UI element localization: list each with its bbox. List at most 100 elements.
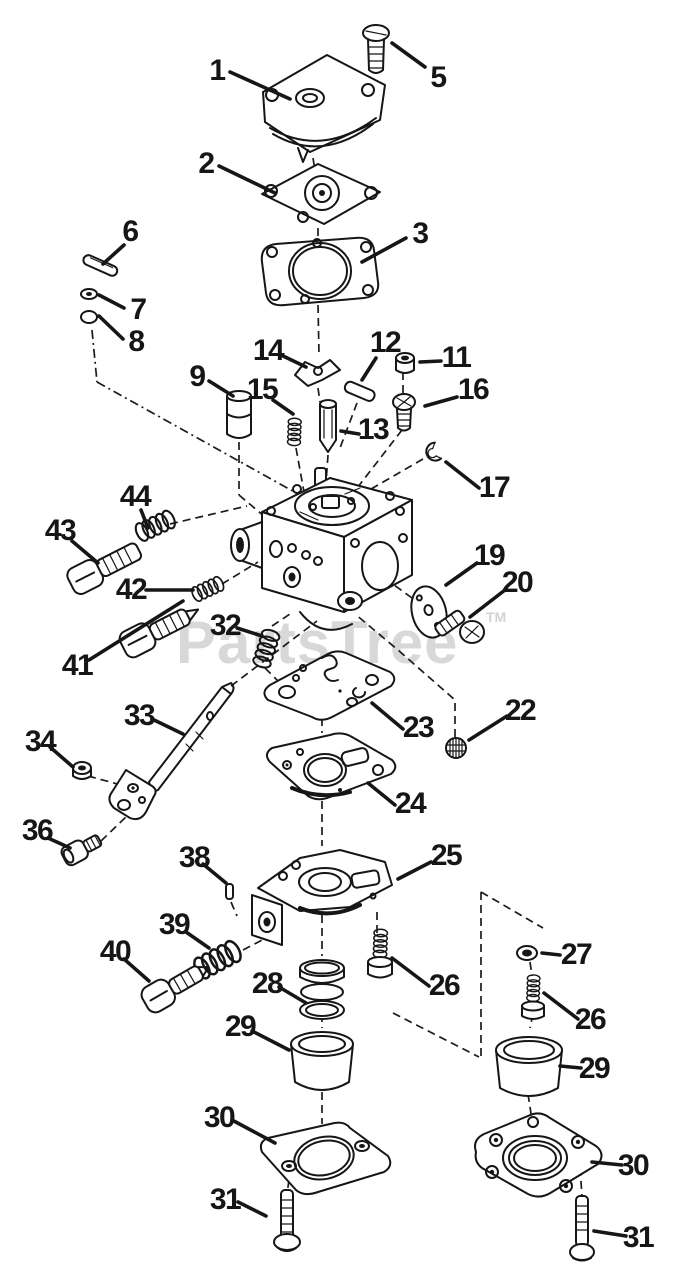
callout-lever-screw: 16 — [423, 373, 490, 408]
part-number-cover: 1 — [209, 54, 225, 87]
leader-line-screw-spring — [184, 930, 211, 950]
part-11-bushing — [395, 352, 415, 374]
callout-mounting-bolt-right: 31 — [592, 1221, 655, 1254]
part-number-idle-screw: 43 — [45, 514, 76, 547]
callout-rod: 6 — [101, 215, 140, 266]
callout-flange-gasket-left: 30 — [204, 1101, 277, 1145]
leader-line-inlet-needle — [339, 429, 361, 436]
leader-line-washer — [97, 293, 126, 310]
part-number-throttle-shaft: 33 — [124, 699, 155, 732]
part-number-metering-lever: 14 — [253, 334, 285, 367]
leader-line-flange-gasket-left — [230, 1118, 277, 1145]
part-41-mixture-screw — [118, 608, 200, 659]
part-38-dowel-pin — [225, 883, 234, 900]
part-20-disc-screw — [434, 609, 485, 644]
callout-inlet-needle: 13 — [339, 413, 390, 446]
part-31-mounting-bolt-right — [569, 1195, 595, 1262]
part-1-cover — [262, 54, 386, 163]
part-29-primer-cup-right — [495, 1036, 563, 1097]
callout-mixture-spring: 42 — [116, 573, 195, 606]
leader-line-seal-rings — [277, 985, 308, 1005]
leader-line-dowel-pin — [201, 862, 228, 885]
part-number-throttle-spring: 32 — [210, 609, 241, 642]
leader-line-throttle-spring — [235, 626, 264, 638]
leader-line-plug — [207, 379, 235, 398]
callout-mounting-bolt-left: 31 — [210, 1183, 268, 1218]
part-number-lever-screw: 16 — [458, 373, 489, 406]
callout-lever-pin: 12 — [360, 326, 402, 382]
callout-pump-gasket: 3 — [360, 217, 430, 264]
carburetor-body — [230, 477, 413, 631]
part-number-shaft-nut: 34 — [25, 725, 57, 758]
part-number-seal-rings: 28 — [252, 967, 283, 1000]
callout-shaft-screw: 36 — [22, 814, 72, 850]
part-number-idle-spring: 44 — [120, 480, 152, 513]
part-30-flange-gasket-right — [474, 1112, 603, 1198]
watermark-tm: TM — [486, 609, 506, 625]
leader-line-idle-screw — [70, 539, 100, 565]
callout-plug: 9 — [189, 360, 235, 398]
part-23-metering-diaphragm — [263, 650, 396, 721]
part-3-pump-gasket — [260, 236, 380, 307]
leader-line-cover-screw — [390, 41, 427, 69]
leader-line-lever-pin — [360, 356, 378, 382]
leader-line-shaft-screw — [46, 836, 72, 850]
leader-line-retainer-screw-left — [390, 956, 431, 988]
part-number-washer: 7 — [130, 293, 146, 326]
part-number-screw-spring: 39 — [159, 908, 190, 941]
part-5-cover-screw — [362, 24, 390, 74]
callout-idle-spring: 44 — [120, 480, 153, 530]
part-number-lever-pin: 12 — [370, 326, 401, 359]
part-43-idle-screw — [66, 542, 143, 595]
part-9-plug — [226, 390, 252, 439]
part-number-filter-nut: 22 — [505, 694, 536, 727]
part-42-mixture-spring — [189, 574, 227, 604]
throttle-lever-plate — [108, 769, 157, 821]
callout-primer-cup-right: 29 — [558, 1052, 611, 1085]
part-34-shaft-nut — [72, 761, 92, 780]
part-number-flange-gasket-left: 30 — [204, 1101, 235, 1134]
leader-line-primer-cup-right — [558, 1064, 583, 1070]
part-number-shaft-screw: 36 — [22, 814, 53, 847]
part-33-throttle-shaft — [148, 682, 235, 792]
part-number-mixture-spring: 42 — [116, 573, 147, 606]
part-number-pump-diaphragm: 2 — [198, 147, 214, 180]
callout-adjusting-screw: 40 — [100, 935, 151, 983]
callout-filter-nut: 22 — [467, 694, 537, 742]
part-number-adjusting-screw: 40 — [100, 935, 131, 968]
leader-line-filter-nut — [467, 714, 509, 742]
leader-line-pump-gasket — [360, 236, 408, 264]
leader-line-cover — [228, 70, 292, 101]
part-number-inlet-needle: 13 — [358, 413, 389, 446]
callout-washer: 7 — [97, 293, 148, 326]
part-number-primer-cup-right: 29 — [579, 1052, 610, 1085]
part-13-inlet-needle — [319, 399, 337, 453]
part-number-e-clip: 17 — [479, 471, 510, 504]
callout-shaft-nut: 34 — [25, 725, 75, 769]
leader-line-metering-diaphragm — [370, 701, 405, 731]
callout-throttle-spring: 32 — [210, 609, 264, 642]
leader-line-metering-lever — [279, 353, 308, 369]
part-number-pump-gasket: 3 — [412, 217, 428, 250]
callout-screw-spring: 39 — [159, 908, 211, 950]
part-number-disc: 19 — [474, 539, 505, 572]
part-8-ball — [80, 310, 98, 324]
leader-line-retainer-screw-right — [542, 991, 580, 1021]
part-number-retainer-screw-left: 26 — [429, 969, 460, 1002]
callout-pump-diaphragm: 2 — [198, 147, 277, 195]
callout-throttle-shaft: 33 — [124, 699, 185, 736]
part-number-plug: 9 — [189, 360, 205, 393]
callout-metering-gasket: 24 — [366, 781, 428, 820]
callout-seal-rings: 28 — [252, 967, 308, 1005]
callout-e-clip: 17 — [444, 460, 511, 504]
part-number-mounting-bolt-right: 31 — [623, 1221, 654, 1254]
part-number-flange-gasket-right: 30 — [618, 1149, 649, 1182]
part-15-metering-spring — [286, 417, 303, 447]
part-number-mounting-bolt-left: 31 — [210, 1183, 241, 1216]
callout-metering-spring: 15 — [247, 373, 295, 416]
callout-retainer-screw-left: 26 — [390, 956, 461, 1002]
leader-line-pump-body — [396, 860, 433, 881]
